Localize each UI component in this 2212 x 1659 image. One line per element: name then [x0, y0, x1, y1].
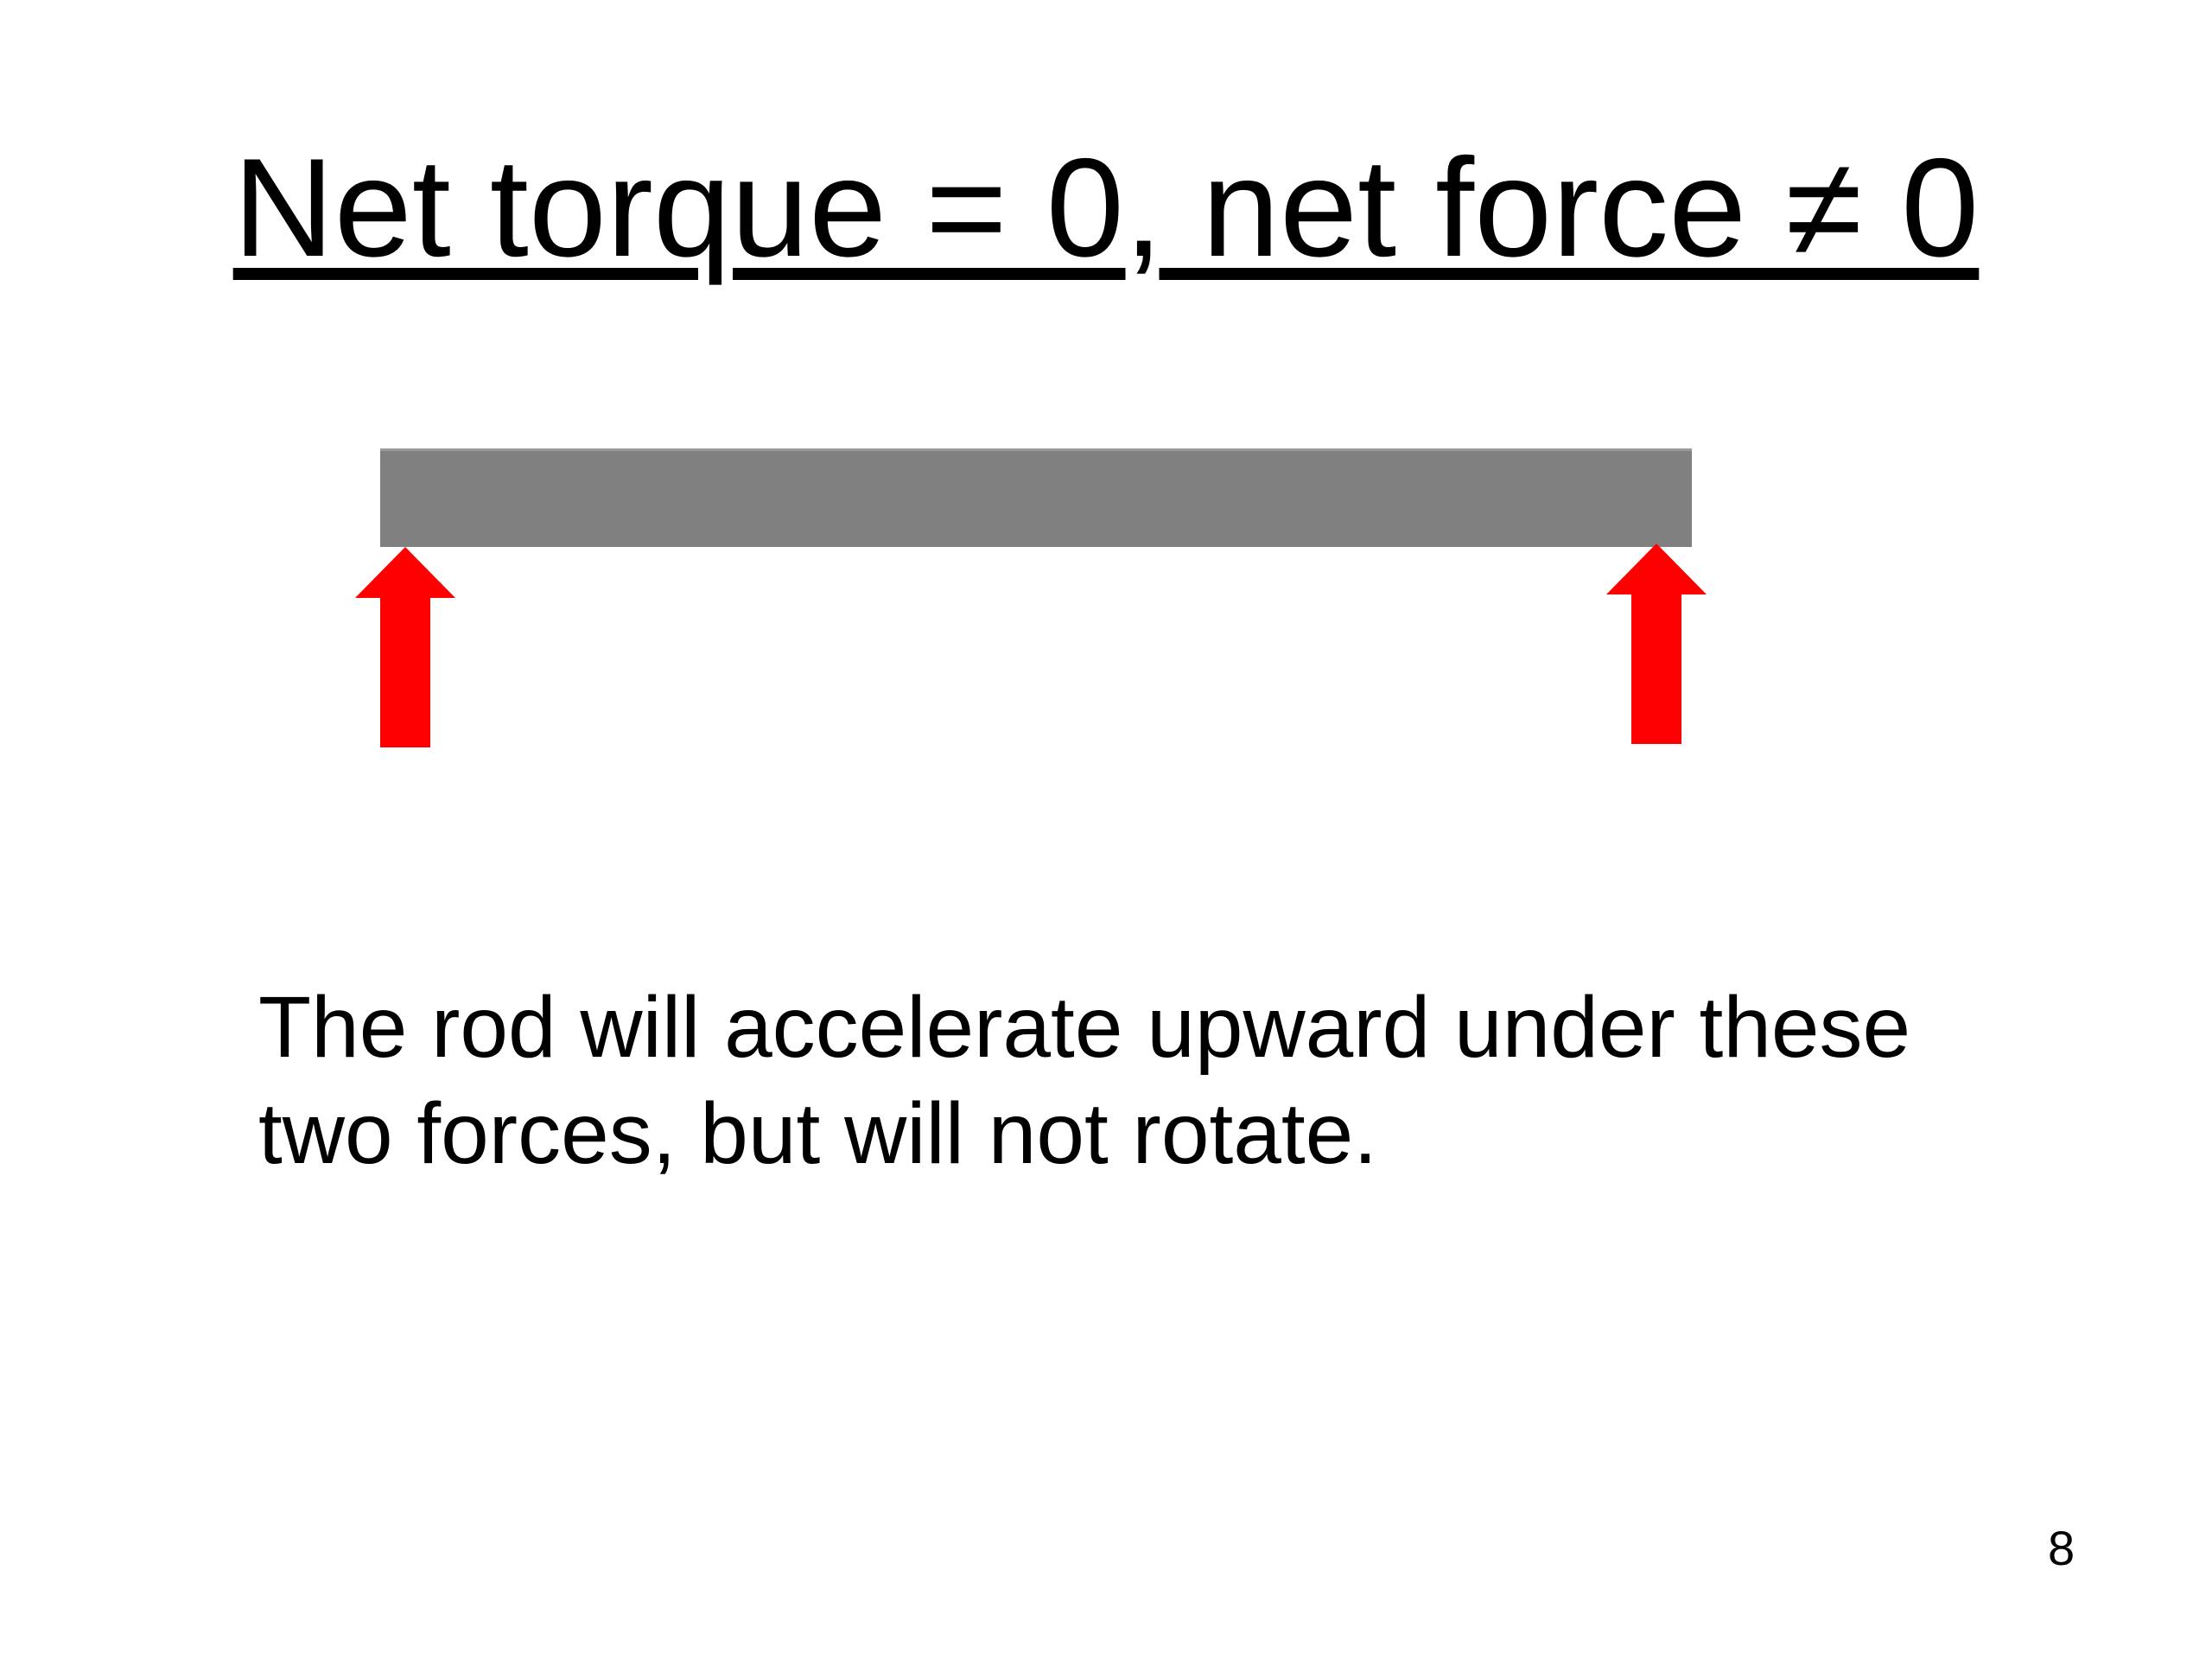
right-force-up-arrow-icon	[1606, 543, 1707, 744]
caption-text: The rod will accelerate upward under the…	[258, 975, 1910, 1187]
left-force-up-arrow-icon	[355, 547, 455, 747]
page-number: 8	[2048, 1521, 2075, 1575]
caption-line-2: two forces, but will not rotate.	[258, 1085, 1378, 1182]
caption-line-1: The rod will accelerate upward under the…	[258, 979, 1911, 1076]
page-title: Net torque = 0, net force ≠ 0	[232, 130, 1980, 286]
rod-shape	[380, 448, 1692, 547]
right-force-up-arrow-glyph	[1606, 543, 1707, 744]
left-force-up-arrow-glyph	[355, 547, 455, 747]
